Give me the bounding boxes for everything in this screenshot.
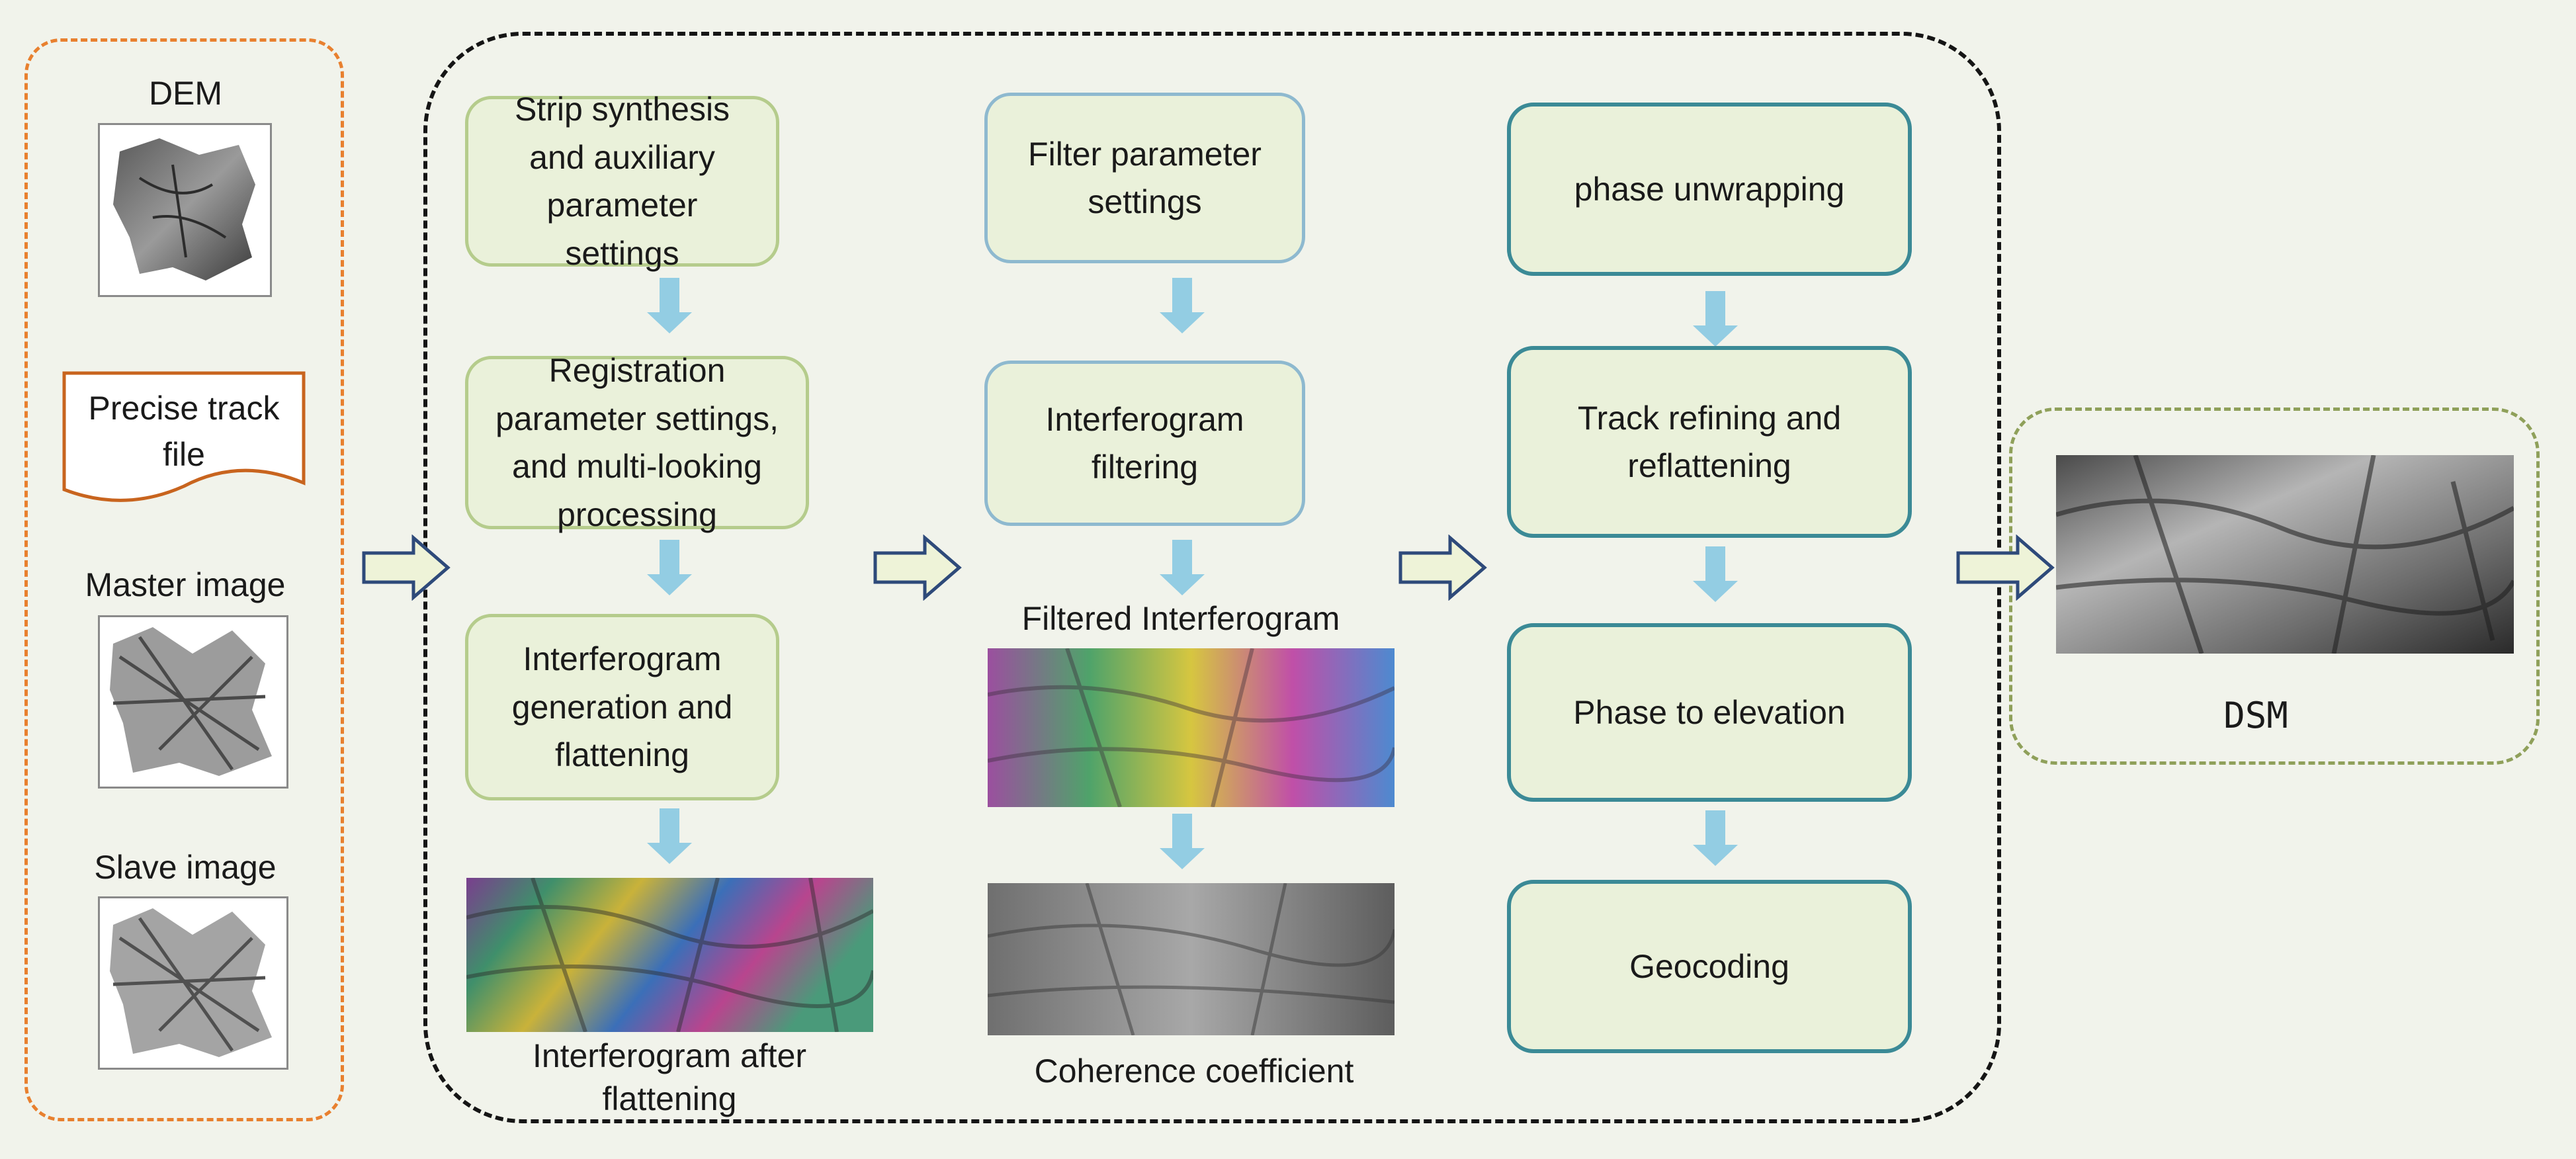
step-interferogram-filtering: Interferogram filtering (984, 361, 1305, 526)
step-strip-synthesis: Strip synthesis and auxiliary parameter … (465, 91, 779, 272)
step-phase-to-elevation: Phase to elevation (1507, 623, 1912, 802)
master-image-thumbnail (98, 615, 288, 789)
filtered-interferogram-caption: Filtered Interferogram (1021, 600, 1340, 637)
flow-arrow-output (1956, 535, 2055, 601)
step-interferogram-generation: Interferogram generation and flattening (465, 614, 779, 800)
step-filter-parameters: Filter parameter settings (984, 93, 1305, 263)
track-file-label: Precise track file (88, 390, 280, 473)
dem-label: DEM (148, 75, 223, 112)
down-arrow (1693, 546, 1738, 602)
master-image-label: Master image (85, 566, 286, 603)
coherence-coefficient-image (988, 883, 1395, 1035)
inputs-frame (24, 38, 344, 1121)
output-frame (2009, 408, 2540, 765)
down-arrow (1160, 540, 1205, 595)
coherence-coefficient-caption: Coherence coefficient (1034, 1052, 1354, 1090)
down-arrow (1693, 291, 1738, 347)
slave-image-thumbnail (98, 896, 288, 1070)
interferogram-flattened-image (466, 878, 873, 1032)
dsm-image (2056, 455, 2514, 654)
filtered-interferogram-image (988, 648, 1395, 807)
step-phase-unwrapping: phase unwrapping (1507, 103, 1912, 276)
down-arrow (1693, 810, 1738, 866)
down-arrow (1160, 278, 1205, 333)
step-track-refining: Track refining and reflattening (1507, 346, 1912, 538)
slave-image-label: Slave image (94, 849, 277, 886)
track-file-document: Precise track file (62, 370, 306, 509)
flow-arrow-inputs (362, 535, 451, 601)
step-registration: Registration parameter settings, and mul… (465, 352, 809, 533)
dsm-label: DSM (2223, 695, 2288, 736)
down-arrow (1160, 814, 1205, 869)
step-geocoding: Geocoding (1507, 880, 1912, 1053)
interferogram-flattened-caption: Interferogram after flattening (532, 1037, 807, 1117)
flow-arrow-col1 (873, 535, 962, 601)
down-arrow (647, 540, 692, 595)
dem-thumbnail (98, 123, 272, 297)
down-arrow (647, 808, 692, 864)
down-arrow (647, 278, 692, 333)
flow-arrow-col2 (1398, 535, 1487, 601)
